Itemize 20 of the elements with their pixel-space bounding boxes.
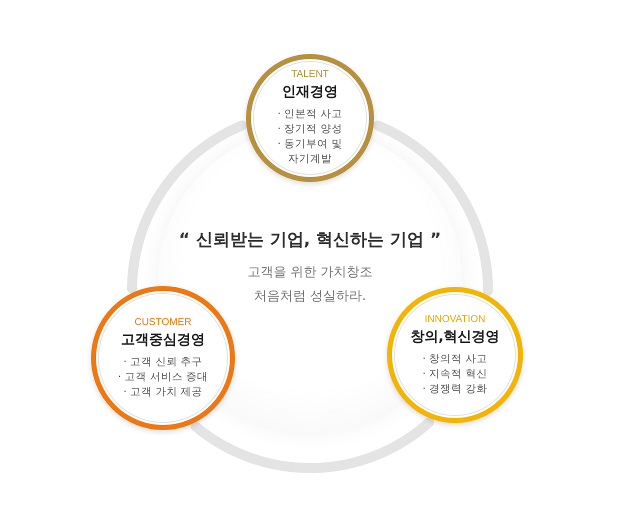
circle-title: 인재경영 (282, 83, 338, 101)
bullet-item: · 고객 신뢰 추구 (123, 354, 203, 370)
category-label: TALENT (291, 69, 329, 80)
bullet-item: · 장기적 양성 (277, 122, 342, 137)
cycle-arc (190, 417, 434, 473)
cycle-arc (127, 120, 247, 294)
category-label: INNOVATION (424, 314, 486, 324)
bullet-item: · 고객 서비스 증대 (118, 370, 208, 384)
bullet-item: · 경쟁력 강화 (422, 382, 488, 396)
circle-title: 고객중심경영 (121, 330, 205, 348)
circle-title: 창의,혁신경영 (410, 328, 500, 346)
slogan-text: “ 신뢰받는 기업, 혁신하는 기업 ” (178, 228, 442, 250)
category-label: CUSTOMER (134, 316, 192, 328)
bullet-item: · 고객 가치 제공 (123, 384, 203, 400)
motto-text: 고객을 위한 가치창조 처음처럼 성실하라. (246, 264, 374, 306)
bullet-item: · 창의적 사고 (422, 352, 488, 366)
bullet-item: · 지속적 혁신 (422, 366, 488, 382)
cycle-arc (373, 120, 493, 296)
bullet-item: · 인본적 사고 (277, 107, 342, 122)
bullet-item: · 동기부여 및 자기계발 (276, 137, 344, 167)
